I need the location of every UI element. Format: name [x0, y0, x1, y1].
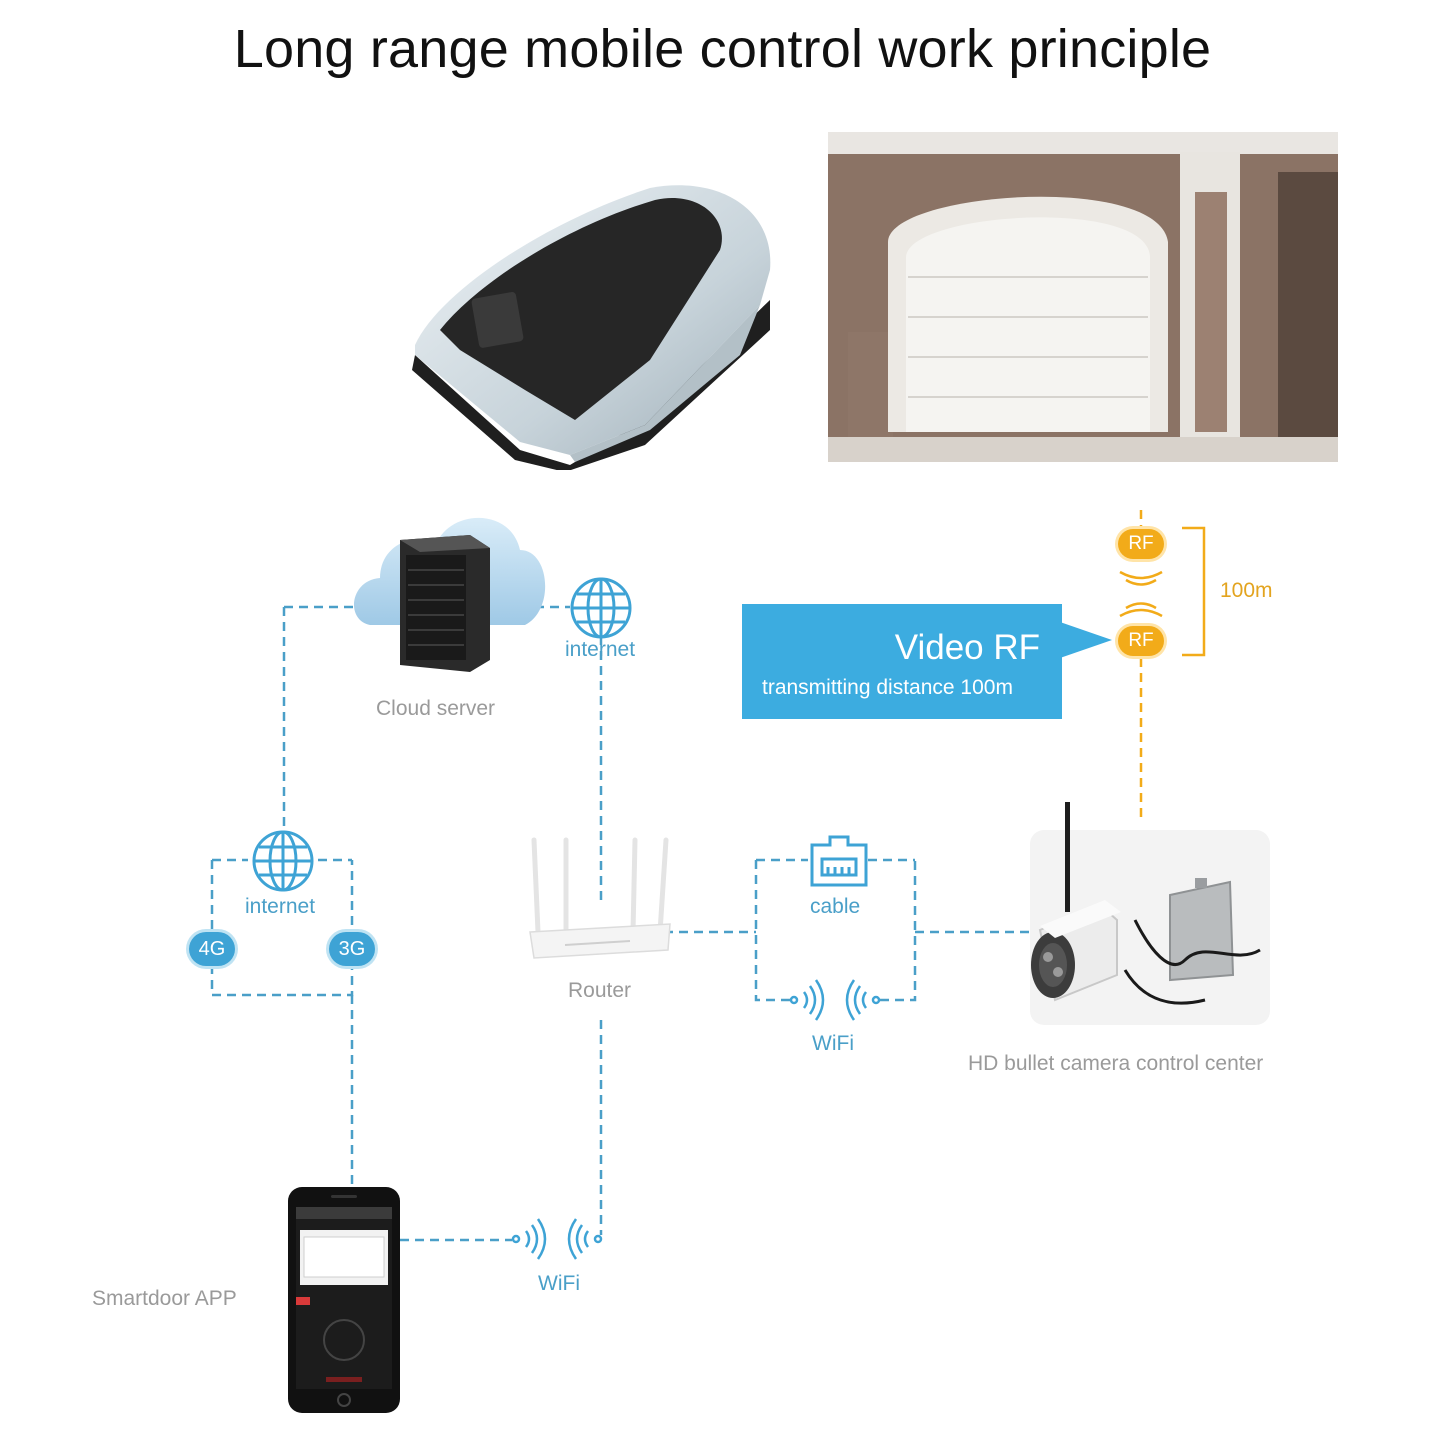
callout-title: Video RF	[894, 628, 1040, 667]
wifi-signal-icon	[789, 979, 881, 1021]
garage-door-photo	[828, 132, 1338, 462]
cable-label: cable	[810, 895, 861, 918]
wifi-bottom-label: WiFi	[538, 1272, 580, 1295]
smartphone-image	[288, 1187, 400, 1413]
video-rf-callout: Video RF transmitting distance 100m	[742, 604, 1062, 719]
wifi-signal-icon	[511, 1218, 603, 1260]
cloud-server-icon	[353, 517, 546, 672]
internet-left-label: internet	[245, 895, 316, 918]
badge-4g: 4G	[189, 932, 235, 966]
ethernet-port-icon	[810, 835, 868, 887]
garage-opener-image	[412, 185, 771, 470]
callout-pointer	[1060, 622, 1112, 658]
badge-rf-bottom: RF	[1118, 626, 1164, 656]
wifi-mid-label: WiFi	[812, 1032, 854, 1055]
internet-top-label: internet	[565, 638, 636, 661]
rf-distance-label: 100m	[1220, 579, 1273, 602]
camera-label: HD bullet camera control center	[968, 1052, 1264, 1075]
callout-subtitle: transmitting distance 100m	[762, 676, 1013, 699]
badge-rf-top: RF	[1118, 529, 1164, 559]
cloud-server-label: Cloud server	[376, 697, 496, 720]
page-title: Long range mobile control work principle	[233, 19, 1212, 79]
badge-3g: 3G	[329, 932, 375, 966]
globe-icon	[570, 577, 632, 639]
globe-icon	[252, 830, 314, 892]
app-label: Smartdoor APP	[92, 1287, 237, 1310]
router-label: Router	[568, 979, 632, 1002]
router-icon	[529, 837, 671, 959]
bullet-camera-image	[1030, 802, 1270, 1025]
